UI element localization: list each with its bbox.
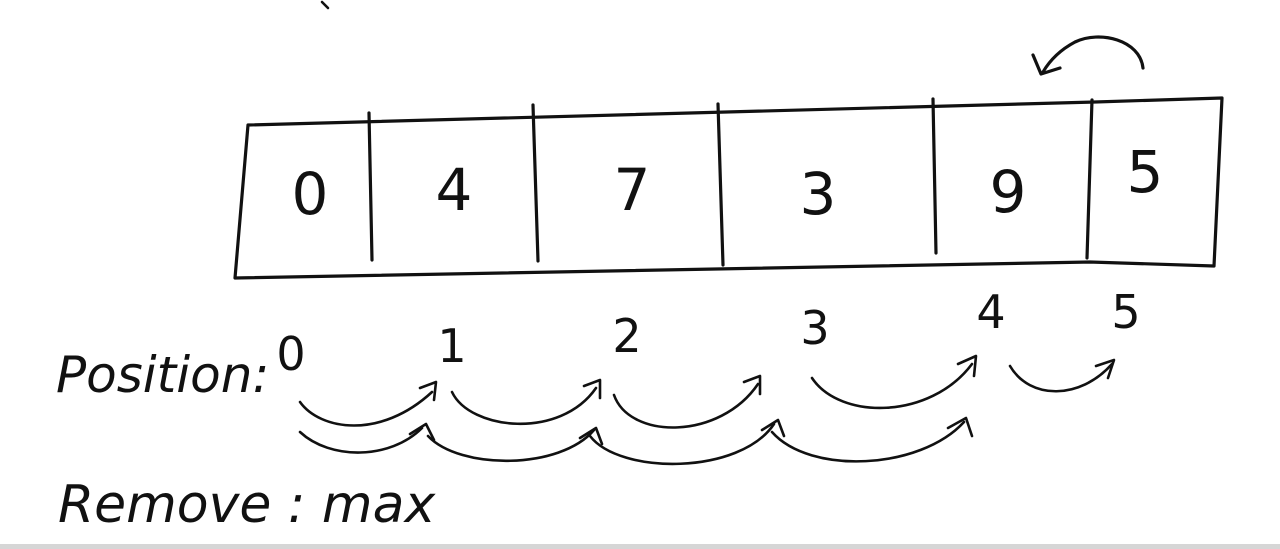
array-divider bbox=[1085, 98, 1094, 260]
bottom-edge-bar bbox=[0, 544, 1280, 549]
swap-arrowhead bbox=[1031, 53, 1062, 76]
array-cell-value: 5 bbox=[1127, 138, 1164, 206]
next-arrowhead bbox=[742, 374, 762, 396]
next-arrowhead bbox=[956, 354, 978, 378]
position-index: 2 bbox=[612, 309, 641, 363]
remove-label: Remove : max bbox=[58, 475, 436, 535]
array-divider bbox=[531, 103, 540, 263]
next-arrow bbox=[1008, 362, 1114, 393]
array-divider bbox=[931, 97, 938, 255]
skip-arrow bbox=[588, 422, 776, 466]
next-arrow bbox=[298, 390, 434, 427]
skip-arrowhead bbox=[946, 416, 974, 438]
next-arrow bbox=[810, 362, 974, 410]
skip-arrowhead bbox=[578, 426, 604, 446]
array-box-outline bbox=[233, 96, 1224, 280]
position-index: 1 bbox=[437, 319, 466, 373]
next-arrowhead bbox=[582, 378, 602, 400]
skip-arrow bbox=[770, 420, 966, 463]
array-cell-value: 0 bbox=[292, 160, 329, 228]
next-arrow bbox=[612, 382, 760, 429]
position-index: 0 bbox=[276, 327, 305, 381]
next-arrow bbox=[450, 386, 598, 426]
skip-arrowhead bbox=[408, 422, 436, 442]
swap-arrow bbox=[1041, 35, 1145, 74]
next-arrowhead bbox=[1094, 358, 1116, 380]
array-divider bbox=[367, 111, 374, 262]
position-index: 3 bbox=[800, 301, 829, 355]
array-cell-value: 4 bbox=[436, 156, 473, 224]
position-index: 5 bbox=[1111, 285, 1140, 339]
array-cell-value: 9 bbox=[990, 158, 1027, 226]
array-cell-value: 7 bbox=[614, 156, 651, 224]
skip-arrowhead bbox=[760, 418, 786, 438]
next-arrowhead bbox=[418, 380, 438, 402]
skip-arrow bbox=[426, 428, 596, 463]
stray-mark bbox=[320, 0, 330, 10]
position-index: 4 bbox=[976, 285, 1005, 339]
array-divider bbox=[716, 102, 725, 267]
position-label: Position: bbox=[56, 346, 269, 404]
array-cell-value: 3 bbox=[800, 160, 837, 228]
skip-arrow bbox=[298, 426, 424, 454]
